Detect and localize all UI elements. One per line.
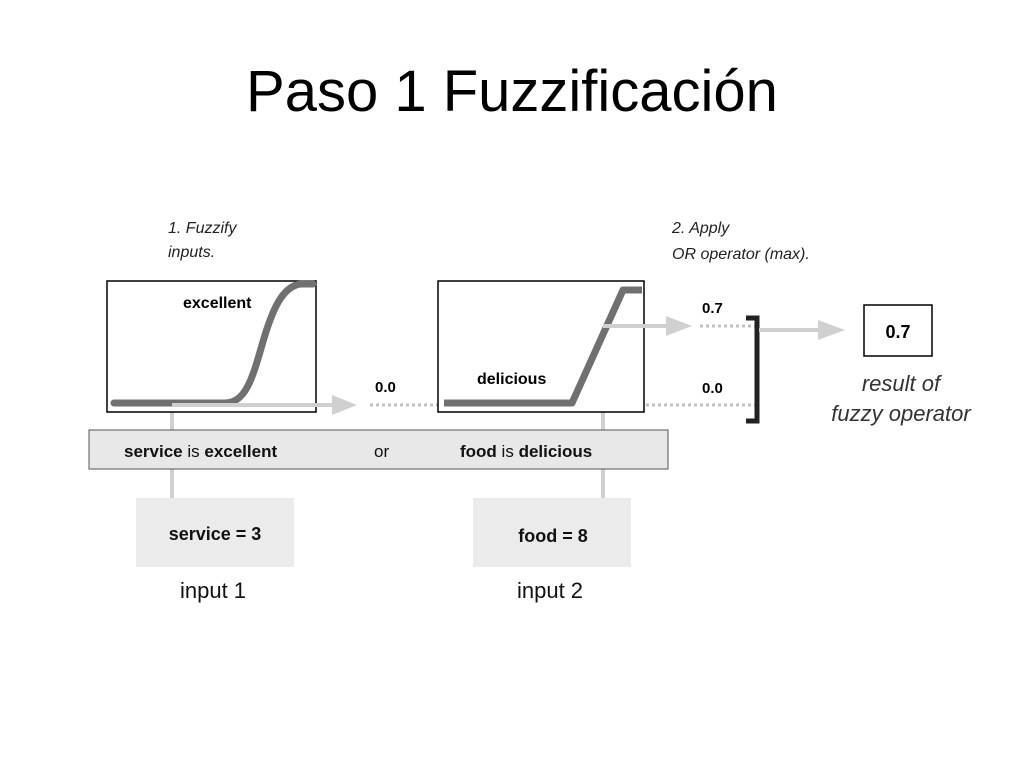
rule-antecedent-1: service is excellent: [124, 442, 277, 461]
mf-delicious-curve: [444, 286, 642, 407]
input2-label: input 2: [517, 578, 583, 603]
mf-delicious-label: delicious: [477, 371, 546, 388]
result-caption-line2: fuzzy operator: [831, 401, 972, 426]
upper-value: 0.7: [702, 300, 723, 317]
or-bracket: [746, 315, 760, 424]
slide-title: Paso 1 Fuzzificación: [246, 59, 778, 124]
mf-excellent-curve: [110, 280, 317, 407]
mf1-membership-value: 0.0: [375, 379, 396, 396]
mf-excellent-label: excellent: [183, 295, 252, 312]
lower-value: 0.0: [702, 380, 723, 397]
rule-operator: or: [374, 442, 389, 461]
input1-box: [136, 498, 294, 567]
result-caption-line1: result of: [862, 371, 943, 396]
step1-caption-line2: inputs.: [168, 244, 215, 261]
rule-bar: [88, 429, 669, 470]
result-value: 0.7: [885, 322, 910, 342]
rule-antecedent-2: food is delicious: [460, 442, 592, 461]
mf2-output-arrowhead: [666, 316, 692, 336]
step1-caption-line1: 1. Fuzzify: [168, 220, 237, 237]
input1-value: service = 3: [169, 524, 262, 544]
input1-label: input 1: [180, 578, 246, 603]
result-arrowhead: [818, 320, 845, 340]
step2-caption-line1: 2. Apply: [671, 220, 730, 237]
result-box: [863, 304, 933, 357]
mf1-output-arrowhead: [332, 395, 357, 415]
input2-value: food = 8: [518, 526, 588, 546]
mf-delicious-box: [437, 280, 645, 413]
step2-caption-line2: OR operator (max).: [672, 246, 810, 263]
input2-box: [473, 498, 631, 567]
